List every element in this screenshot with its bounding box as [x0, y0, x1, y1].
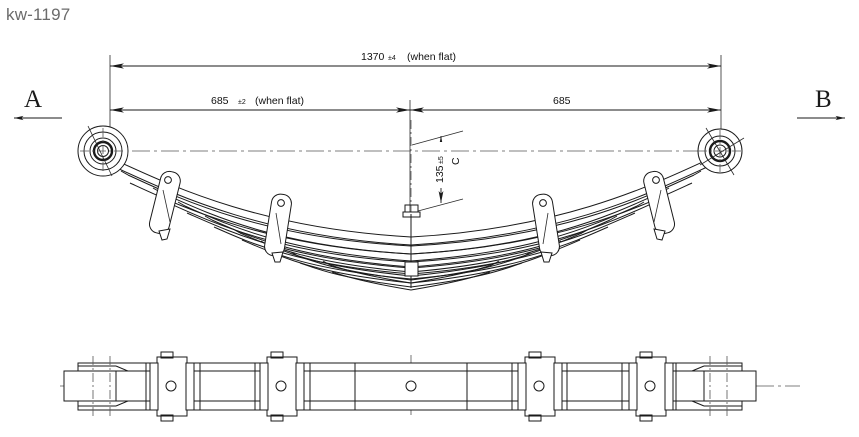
rebound-clip-outer-left	[148, 170, 183, 240]
plan-clip-outer-right	[629, 352, 673, 421]
page-title: kw-1197	[6, 5, 71, 24]
plan-leaf-step-lines	[146, 363, 676, 410]
dimension-overall-value: 1370	[361, 51, 385, 63]
dimension-right-half-value: 685	[553, 95, 571, 107]
plan-center-bolt-hole	[406, 381, 416, 391]
dimension-overall-tolerance: ±4	[388, 55, 396, 62]
spring-eye-right	[698, 127, 745, 176]
rebound-clip-inner-right	[531, 193, 560, 262]
spring-eye-left	[78, 126, 128, 176]
view-marker-b: B	[797, 86, 845, 121]
dimension-left-half-tolerance: ±2	[238, 99, 246, 106]
view-marker-a: A	[14, 86, 62, 121]
dimension-camber-135: 135 ±5 C	[411, 130, 464, 212]
plan-clip-inner-left	[260, 352, 304, 421]
view-marker-a-letter: A	[24, 86, 42, 113]
plan-view	[60, 352, 800, 421]
dimension-overall-note: (when flat)	[407, 51, 456, 63]
plan-eye-left	[64, 356, 128, 416]
rebound-clip-inner-left	[263, 193, 292, 262]
dimension-camber-tolerance: ±5	[438, 156, 445, 164]
plan-clip-inner-right	[518, 352, 562, 421]
center-bolt	[403, 205, 420, 288]
view-marker-b-letter: B	[815, 86, 832, 113]
rebound-clip-outer-right	[642, 170, 677, 240]
dimension-right-half-685: 685	[410, 91, 721, 113]
dimension-camber-value: 135	[434, 165, 446, 183]
plan-clip-outer-left	[150, 352, 194, 421]
side-elevation-view	[78, 120, 745, 290]
plan-eye-right	[692, 356, 756, 416]
dimension-left-half-685: 685 ±2 (when flat)	[110, 91, 411, 212]
dimension-left-half-note: (when flat)	[255, 95, 304, 107]
dimension-overall-1370: 1370 ±4 (when flat)	[109, 47, 722, 150]
dimension-camber-label: C	[450, 157, 462, 165]
dimension-left-half-value: 685	[211, 95, 229, 107]
